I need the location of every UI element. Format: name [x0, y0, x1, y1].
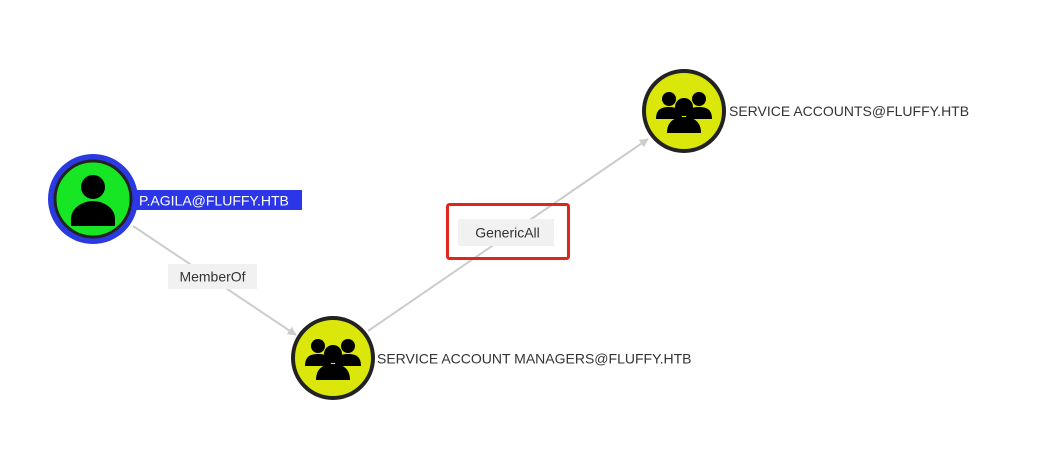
- edge-genericall[interactable]: GenericAll: [367, 138, 649, 332]
- edge-memberof-label[interactable]: MemberOf: [179, 269, 245, 285]
- edge-memberof[interactable]: MemberOf: [132, 225, 297, 336]
- node-p-agila-label-highlight: [136, 190, 302, 210]
- node-service-account-managers-label[interactable]: SERVICE ACCOUNT MANAGERS@FLUFFY.HTB: [377, 351, 692, 367]
- node-service-accounts-label[interactable]: SERVICE ACCOUNTS@FLUFFY.HTB: [729, 103, 969, 119]
- edge-genericall-highlight-box: [446, 203, 570, 260]
- node-service-accounts[interactable]: SERVICE ACCOUNTS@FLUFFY.HTB: [642, 69, 969, 153]
- node-p-agila[interactable]: P.AGILA@FLUFFY.HTB: [48, 154, 302, 244]
- edge-memberof-label-bg: [168, 264, 257, 289]
- group-icon: [305, 339, 361, 380]
- group-icon: [656, 92, 712, 133]
- edge-genericall-label[interactable]: GenericAll: [475, 225, 540, 241]
- node-service-account-managers[interactable]: SERVICE ACCOUNT MANAGERS@FLUFFY.HTB: [291, 316, 692, 400]
- user-icon: [71, 175, 115, 226]
- edge-genericall-label-bg: [458, 219, 554, 246]
- node-p-agila-label[interactable]: P.AGILA@FLUFFY.HTB: [139, 193, 289, 209]
